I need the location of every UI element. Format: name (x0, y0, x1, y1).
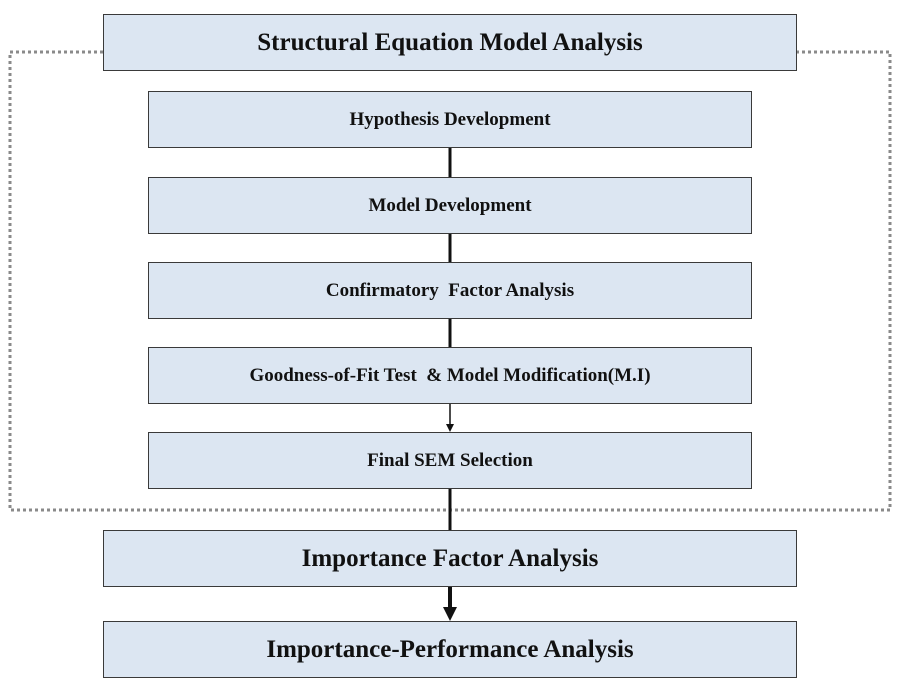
step-label: Final SEM Selection (367, 449, 533, 471)
step-final-sem-selection: Final SEM Selection (148, 432, 752, 489)
step-label: Importance-Performance Analysis (266, 635, 634, 663)
sem-analysis-title-box: Structural Equation Model Analysis (103, 14, 797, 71)
step-label: Model Development (368, 194, 532, 216)
step-model-development: Model Development (148, 177, 752, 234)
step-label: Hypothesis Development (349, 108, 551, 130)
sem-analysis-title: Structural Equation Model Analysis (257, 28, 643, 56)
step-goodness-of-fit: Goodness-of-Fit Test & Model Modificatio… (148, 347, 752, 404)
step-confirmatory-factor-analysis: Confirmatory Factor Analysis (148, 262, 752, 319)
importance-factor-analysis-box: Importance Factor Analysis (103, 530, 797, 587)
step-hypothesis-development: Hypothesis Development (148, 91, 752, 148)
step-label: Goodness-of-Fit Test & Model Modificatio… (249, 364, 651, 386)
step-label: Confirmatory Factor Analysis (325, 279, 575, 301)
importance-performance-analysis-box: Importance-Performance Analysis (103, 621, 797, 678)
step-label: Importance Factor Analysis (301, 544, 599, 572)
